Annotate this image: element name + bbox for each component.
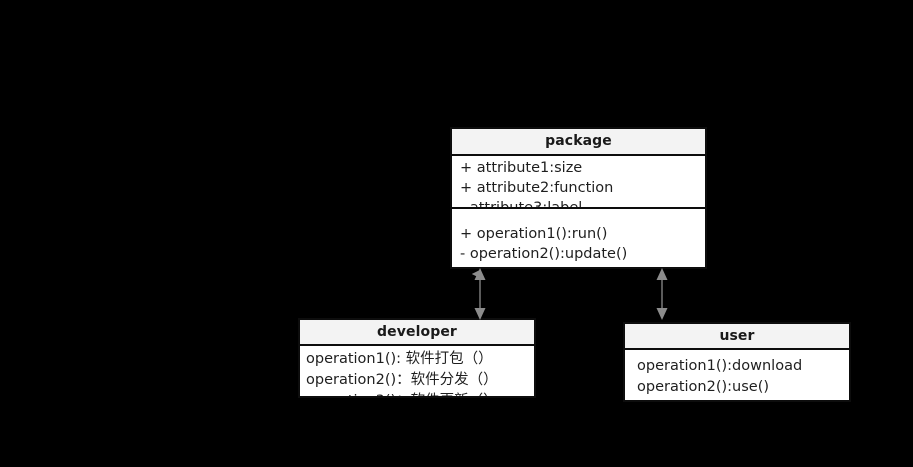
uml-operation-row: operation2():use()	[637, 379, 770, 395]
uml-class-user-title: user	[625, 324, 849, 350]
uml-operation-row: operation1(): 软件打包（）	[306, 351, 493, 367]
uml-class-package-title: package	[452, 129, 705, 156]
uml-class-developer[interactable]: developer operation1(): 软件打包（） operation…	[298, 318, 536, 398]
uml-operation-row: operation1():download	[637, 358, 803, 374]
arrowhead-up-icon	[656, 268, 668, 280]
uml-operation-row: operation2()：软件分发（）	[306, 372, 498, 388]
arrowhead-down-icon	[474, 308, 486, 320]
uml-class-developer-operations: operation1(): 软件打包（） operation2()：软件分发（）…	[300, 346, 534, 396]
uml-attribute-row: - attribute3:label	[460, 200, 583, 209]
uml-class-package-operations: + operation1():run() - operation2():upda…	[452, 209, 705, 267]
uml-class-package-attributes: + attribute1:size + attribute2:function …	[452, 156, 705, 209]
uml-operations-spacer	[452, 211, 705, 224]
uml-operation-row: + operation1():run()	[460, 226, 608, 242]
uml-class-user-operations: operation1():download operation2():use()	[625, 350, 849, 400]
uml-class-user[interactable]: user operation1():download operation2():…	[623, 322, 851, 402]
uml-attribute-row: + attribute2:function	[460, 180, 614, 196]
connector-package-developer[interactable]	[466, 266, 494, 322]
connector-package-user[interactable]	[648, 266, 676, 322]
arrowhead-down-icon	[656, 308, 668, 320]
uml-class-developer-title: developer	[300, 320, 534, 346]
arrowhead-up-icon	[474, 268, 486, 280]
uml-class-package[interactable]: package + attribute1:size + attribute2:f…	[450, 127, 707, 269]
uml-operation-row: - operation2():update()	[460, 246, 628, 262]
uml-operation-row: operation3()：软件更新（）	[300, 391, 534, 396]
uml-attribute-row: + attribute1:size	[460, 160, 583, 176]
